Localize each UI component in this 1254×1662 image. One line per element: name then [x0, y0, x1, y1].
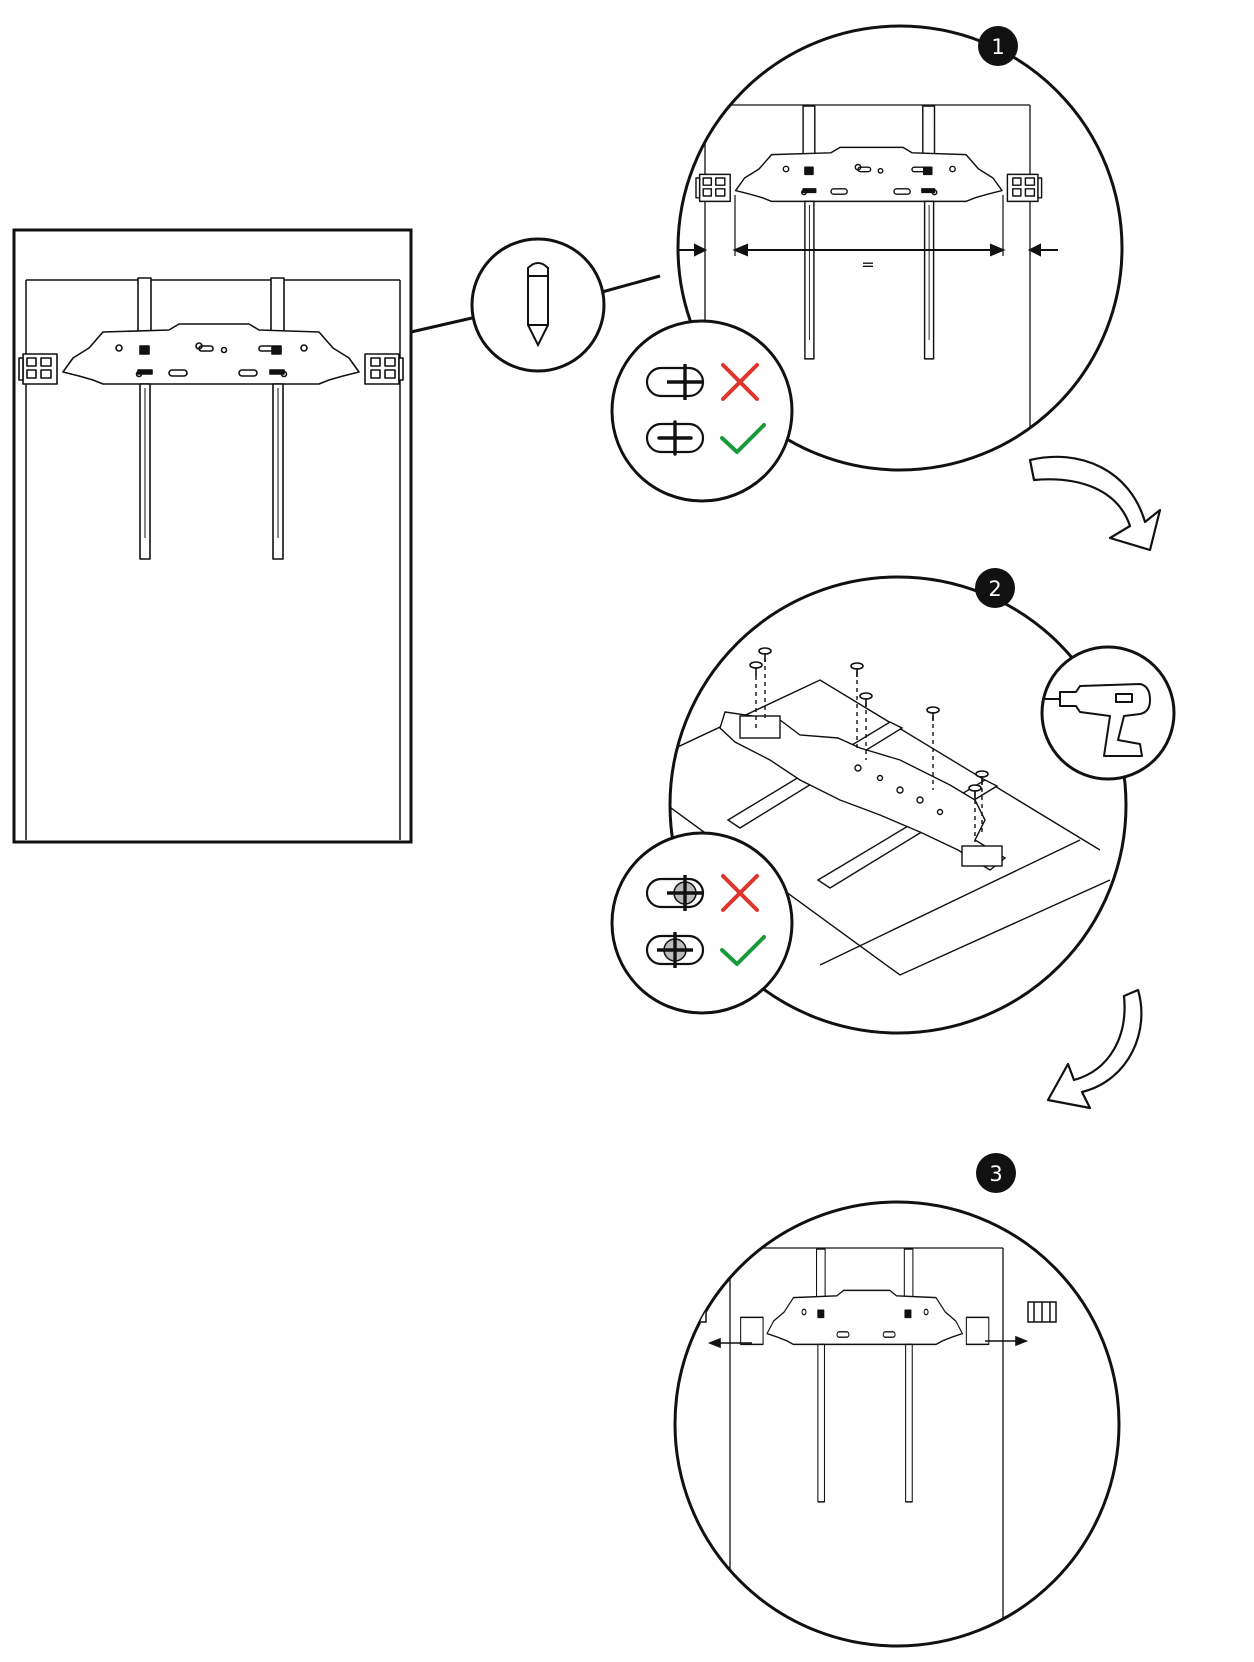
step-1-panel: = 1	[610, 24, 1124, 503]
cross-icon	[721, 363, 759, 401]
step-3-badge: 3	[976, 1153, 1016, 1193]
step-2-panel: 2	[610, 568, 1176, 1035]
step-2-check-callout	[610, 831, 794, 1015]
step-1-check-callout	[610, 319, 794, 503]
flow-arrow	[1046, 988, 1143, 1110]
connector-line	[410, 316, 473, 334]
pencil-tool-callout	[470, 237, 606, 373]
slot-wrong-icon	[645, 875, 705, 911]
svg-text:1: 1	[991, 35, 1004, 59]
power-drill-icon	[1042, 683, 1151, 757]
slot-right-icon	[645, 932, 705, 968]
step-1-badge: 1	[978, 26, 1018, 66]
step-3-panel: 3	[673, 1153, 1121, 1648]
svg-text:3: 3	[989, 1162, 1002, 1186]
drill-tool-callout	[1040, 645, 1176, 781]
step-2-badge: 2	[975, 568, 1015, 608]
check-icon	[720, 423, 766, 454]
equal-dimension-mark: =	[861, 255, 874, 274]
slot-wrong-icon	[645, 364, 705, 400]
pencil-icon	[527, 262, 549, 348]
svg-text:2: 2	[988, 577, 1001, 601]
screw-icons	[749, 647, 989, 799]
connector-line	[601, 274, 661, 294]
flow-arrow	[1028, 455, 1162, 552]
cross-icon	[721, 874, 759, 912]
cabinet-front-view	[12, 228, 413, 844]
check-icon	[720, 935, 766, 966]
